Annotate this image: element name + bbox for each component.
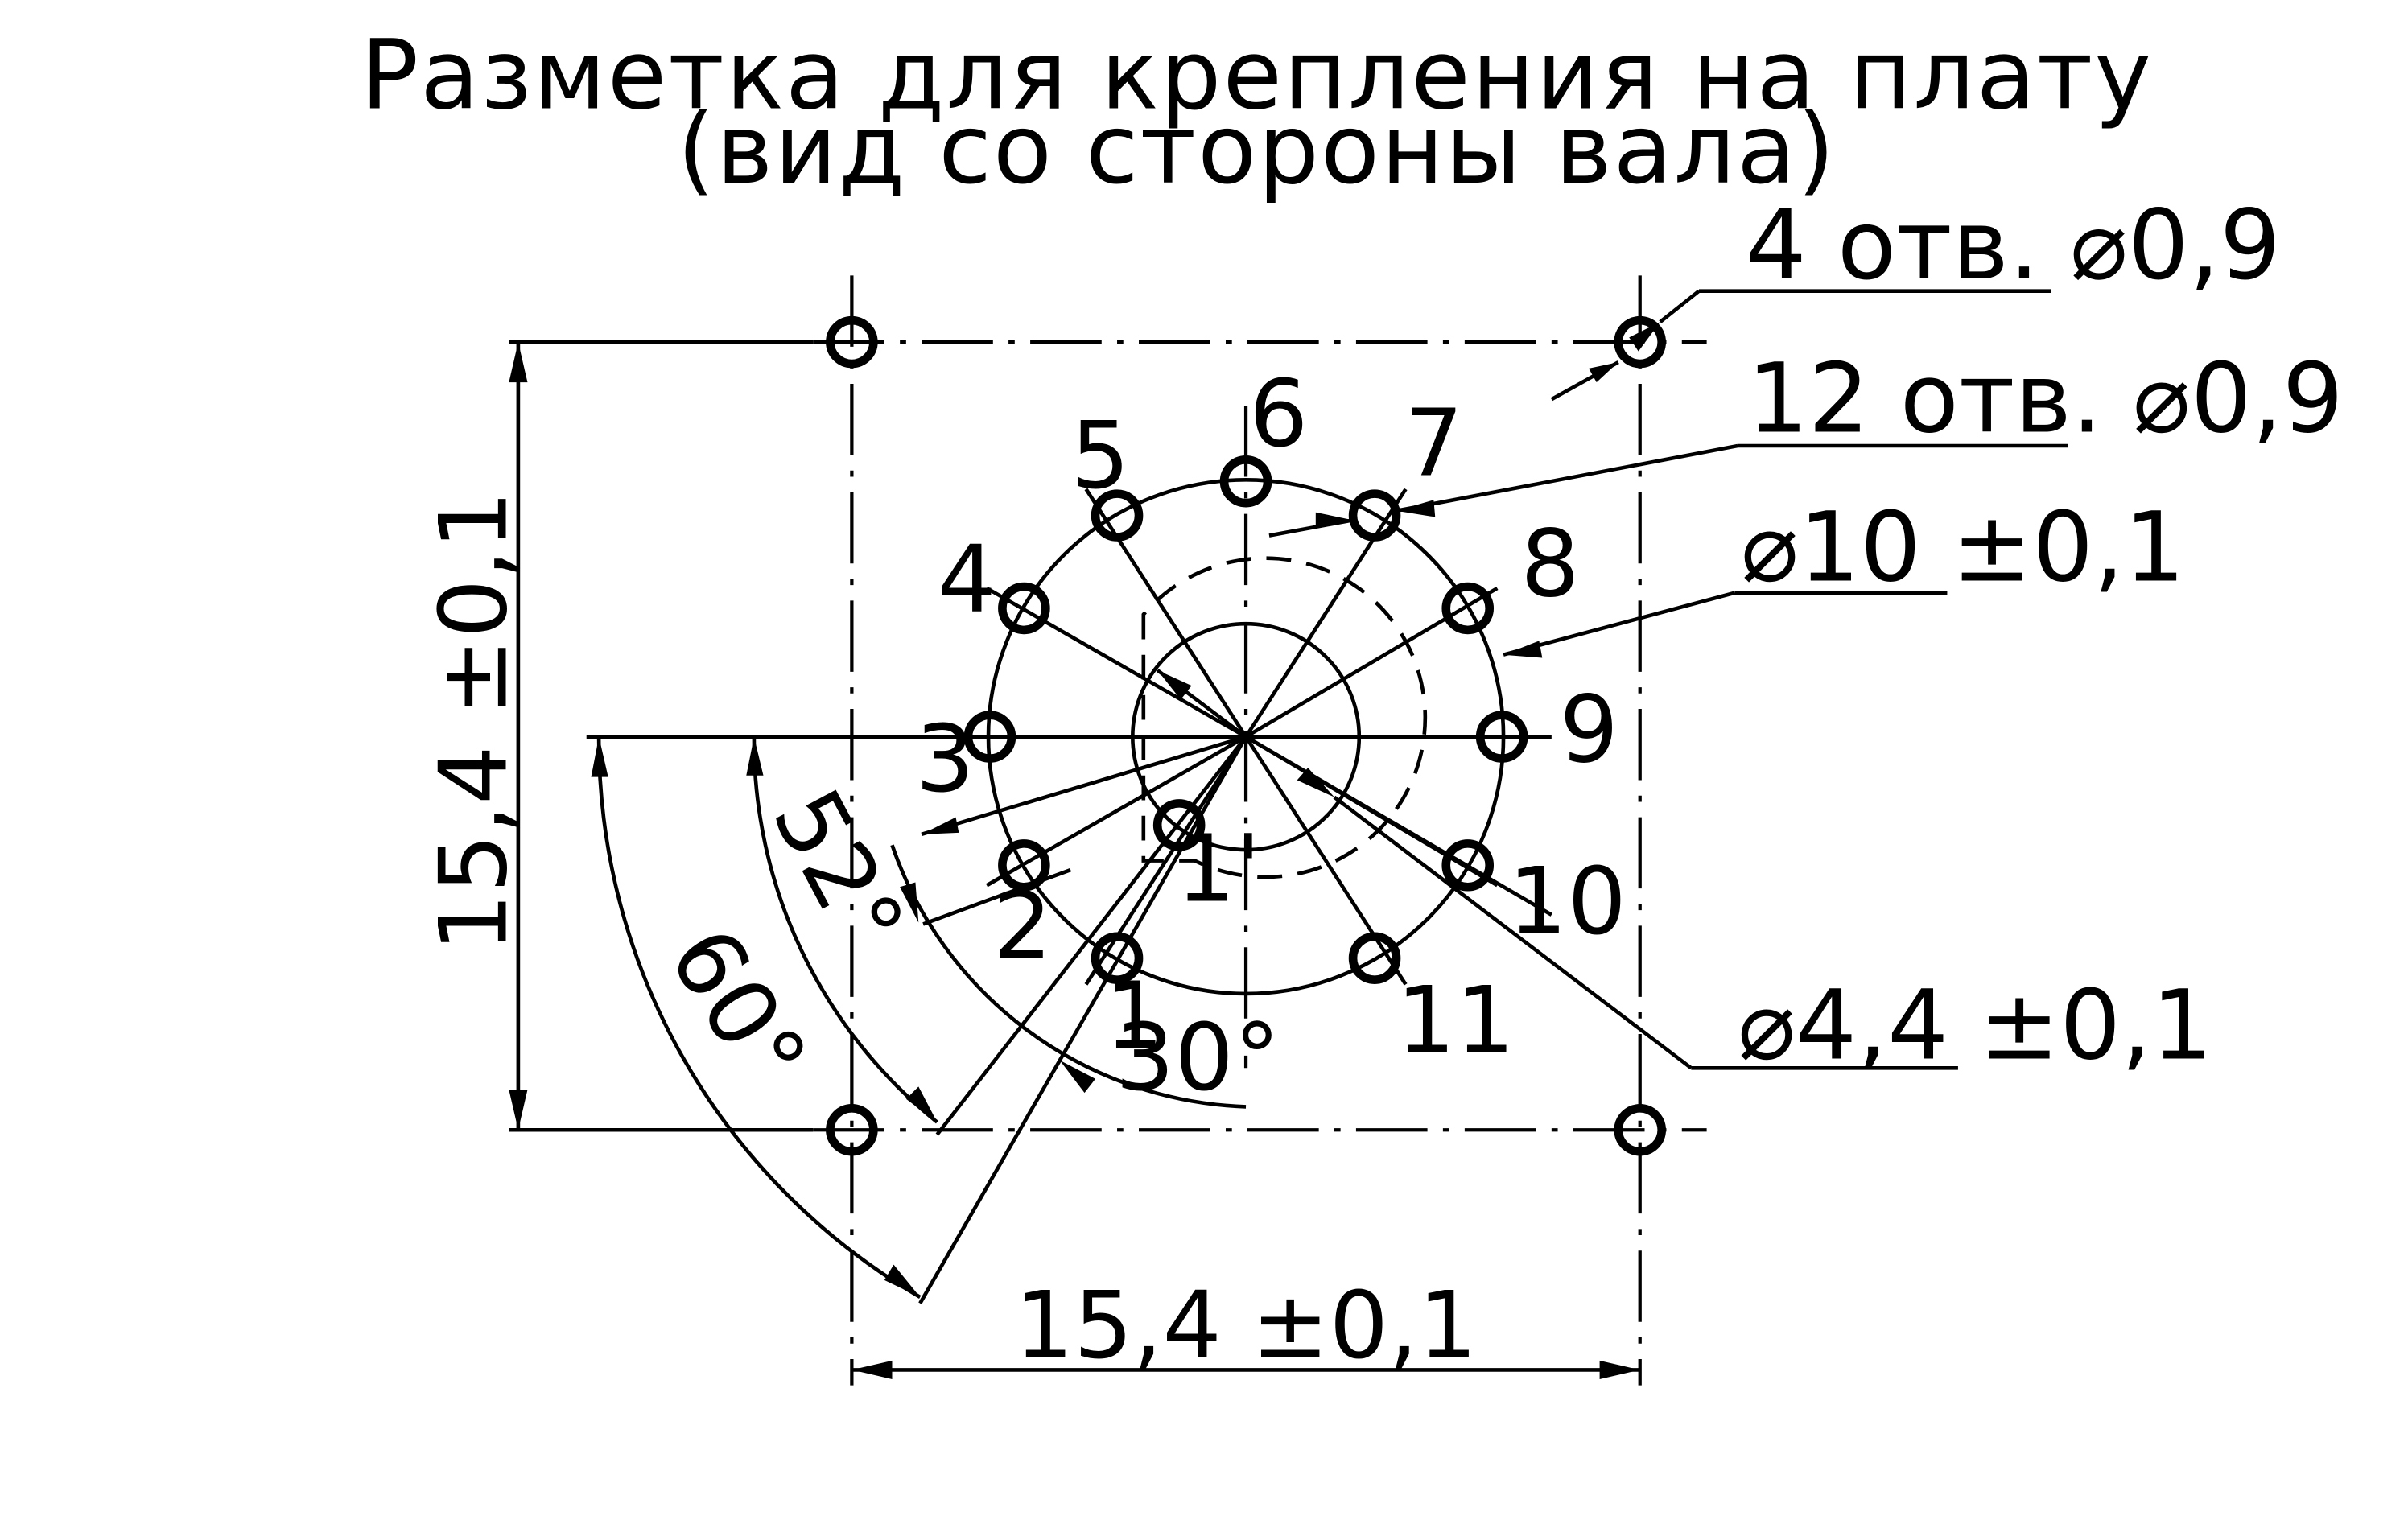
angle-30-dimension: 30° (890, 844, 1280, 1112)
mount-hole (826, 315, 878, 369)
pin-hole-10 (1441, 839, 1495, 892)
pin-hole-9 (1475, 711, 1528, 763)
note-inner-diameter: ⌀4,4 ±0,1 (1156, 669, 2212, 1082)
angle-30-label: 30° (1115, 1004, 1280, 1112)
pin-hole-11 (1348, 932, 1401, 984)
horizontal-dimension-label: 15,4 ±0,1 (1014, 1272, 1477, 1380)
pin-hole-6 (1219, 455, 1272, 508)
note-inner-diameter-label: ⌀4,4 ±0,1 (1738, 970, 2212, 1082)
mount-hole (1614, 1104, 1667, 1156)
title-line-2: (вид со стороны вала) (677, 94, 1836, 206)
note-pin-holes-label: 12 отв. ⌀0,9 (1747, 344, 2344, 455)
horizontal-dimension: 15,4 ±0,1 (851, 1272, 1640, 1380)
note-outer-diameter: ⌀10 ±0,1 (922, 492, 2185, 834)
hidden-outline (1141, 556, 1428, 879)
note-pin-holes: 12 отв. ⌀0,9 (1268, 344, 2344, 538)
pin-label-4: 4 (937, 526, 996, 634)
title-line-1: Разметка для крепления на плату (361, 20, 2153, 132)
pin-hole-1prime (1152, 799, 1206, 851)
pin-hole-4 (998, 582, 1050, 635)
pin-label-6: 6 (1249, 360, 1309, 468)
pin-hole-3 (963, 711, 1016, 763)
note-mount-holes: 4 отв. ⌀0,9 (1550, 190, 2281, 402)
pin-label-8: 8 (1520, 511, 1580, 619)
note-mount-holes-label: 4 отв. ⌀0,9 (1746, 190, 2281, 302)
note-outer-diameter-label: ⌀10 ±0,1 (1741, 492, 2185, 603)
pin-hole-5 (1091, 489, 1144, 542)
pin-hole-1 (1091, 932, 1144, 984)
pin-label-11: 11 (1396, 967, 1515, 1075)
frame-center-lines (586, 275, 1707, 1386)
pin-hole-8 (1441, 582, 1495, 635)
angle-52-label: 52° (751, 772, 924, 968)
mount-holes (826, 315, 1667, 1156)
pin-label-10: 10 (1508, 848, 1627, 956)
pin-label-3: 3 (915, 706, 975, 814)
pin-label-1: 1 (1105, 962, 1165, 1070)
pin-holes (963, 455, 1528, 984)
pin-hole-7 (1348, 489, 1401, 542)
angle-60-label: 60° (648, 910, 827, 1106)
inner-circle-4-4 (1131, 621, 1362, 852)
mount-hole (1614, 315, 1667, 369)
pin-radial-lines (918, 488, 1553, 1304)
pin-label-2: 2 (993, 873, 1053, 981)
pitch-circle-10 (986, 478, 1506, 996)
pin-label-9: 9 (1559, 677, 1618, 785)
pin-labels: 1 1' 2 3 4 5 6 7 8 9 10 11 (915, 360, 1627, 1075)
vertical-dimension-label: 15,4 ±0,1 (420, 490, 528, 952)
vertical-dimension: 15,4 ±0,1 (420, 340, 814, 1132)
pin-label-7: 7 (1404, 390, 1464, 498)
pin-label-5: 5 (1070, 402, 1130, 510)
pin-label-1prime: 1' (1176, 816, 1260, 924)
mount-hole (826, 1104, 878, 1156)
